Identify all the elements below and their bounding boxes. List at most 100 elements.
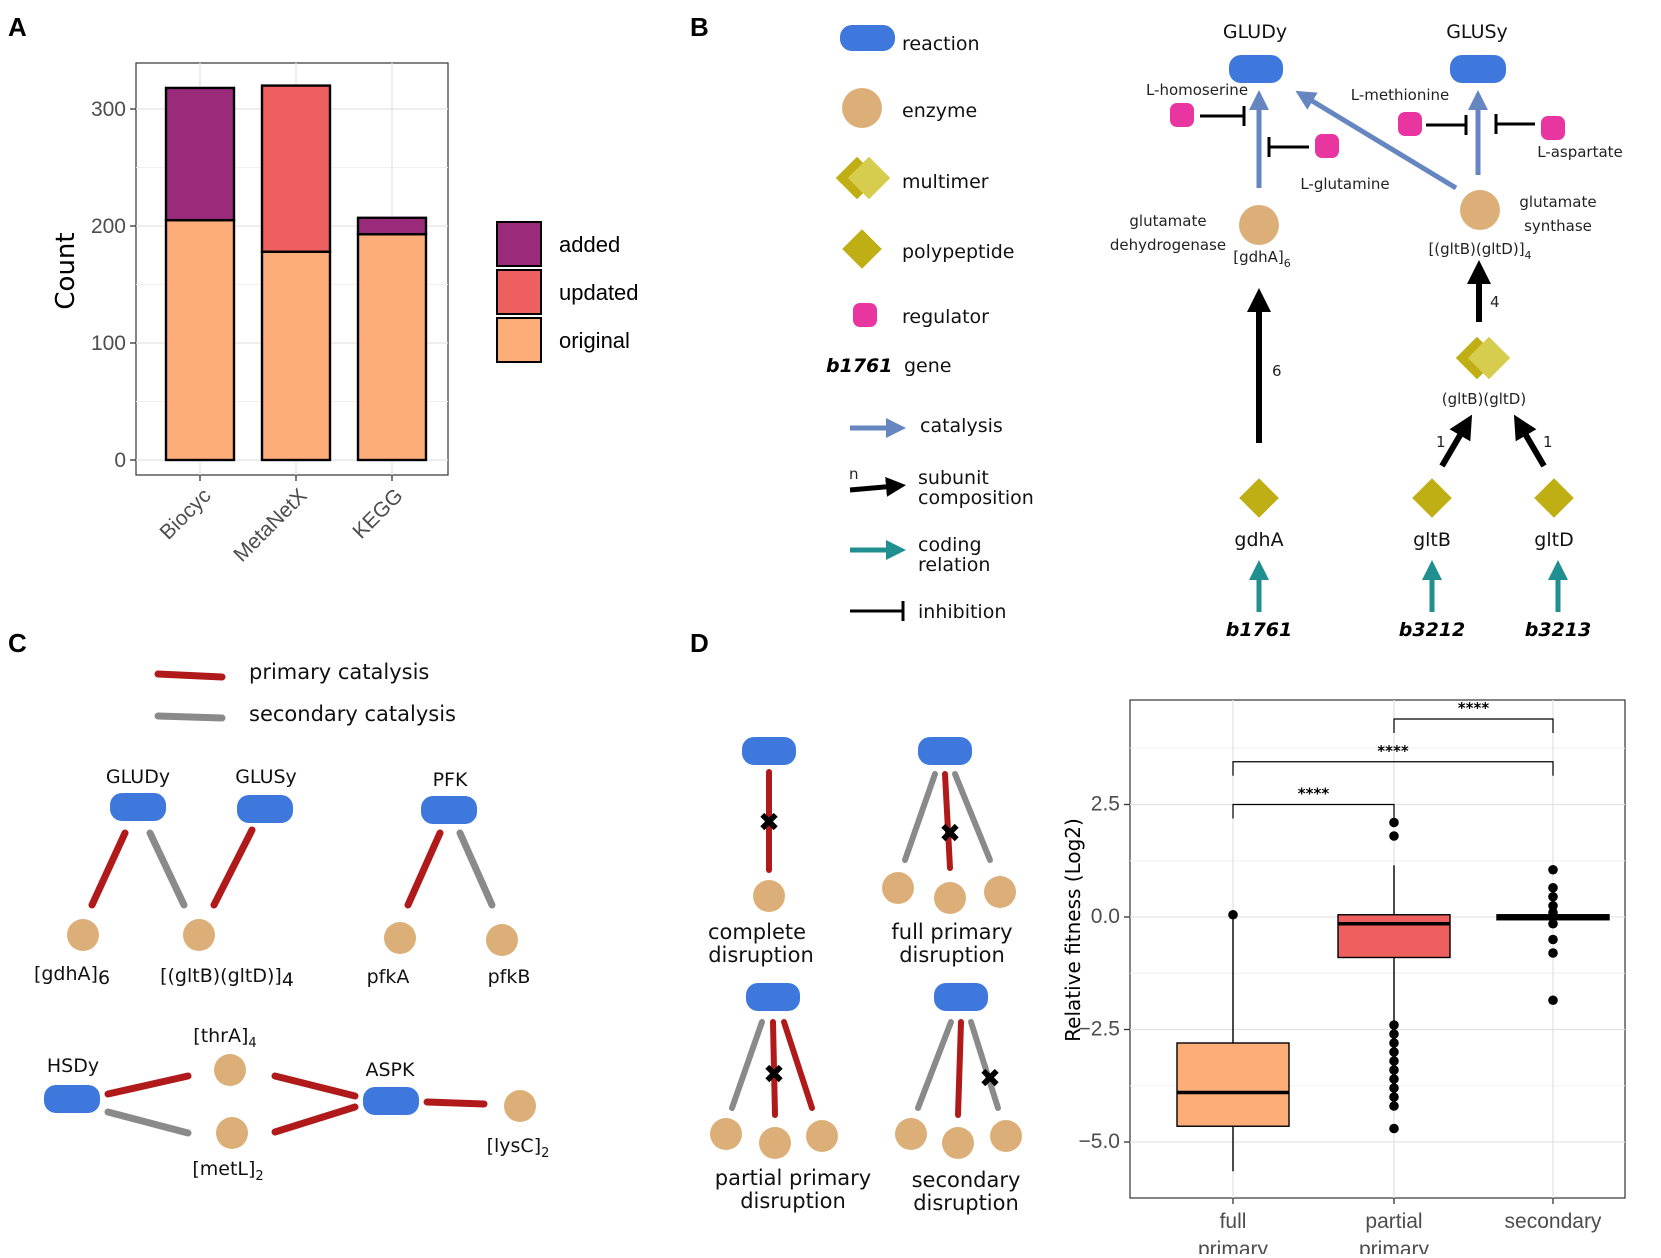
l-glutamine-regulator: [1315, 134, 1339, 158]
y-tick-label: 200: [91, 215, 126, 238]
significance-label: ****: [1377, 742, 1409, 760]
full-secondary-left: [902, 771, 938, 863]
box-0: [1176, 1042, 1290, 1127]
legend-key-original: [496, 317, 542, 363]
panel-letter-c: C: [8, 628, 27, 658]
c-lysc-label: [lysC]2: [487, 1135, 550, 1161]
legend-primary-catalysis: primary catalysis: [249, 660, 429, 684]
gltb-polypeptide: [1412, 478, 1452, 518]
legend-subunit-n: n: [849, 465, 859, 483]
bar-segment-added: [164, 86, 236, 222]
outlier-point: [1548, 891, 1558, 902]
l-aspartate-regulator: [1541, 116, 1565, 140]
partial-enzyme-right: [806, 1120, 838, 1152]
c-glusy-gltbd-primary: [210, 826, 256, 909]
x-tick-label: primary: [1359, 1238, 1430, 1254]
legend-polypeptide-label: polypeptide: [902, 241, 1015, 263]
secondary-caption-2: disruption: [913, 1191, 1019, 1215]
y-tick-label: 2.5: [1091, 793, 1120, 816]
gene-b1761: b1761: [1226, 619, 1292, 641]
enzyme-legend-shape: [842, 88, 882, 128]
c-pfk-reaction: [421, 796, 477, 824]
gltd-polypeptide: [1534, 478, 1574, 518]
glusy-reaction-node: [1450, 55, 1506, 83]
outlier-point: [1389, 817, 1399, 828]
panel-letter-b: B: [690, 12, 709, 42]
x-tick-label: partial: [1365, 1210, 1422, 1233]
legend-reaction-label: reaction: [902, 33, 980, 55]
c-glusy-label: GLUSy: [235, 766, 297, 788]
legend-multimer-label: multimer: [902, 171, 989, 193]
gene-b3213: b3213: [1525, 619, 1591, 641]
gdh-name-line2: dehydrogenase: [1110, 236, 1226, 254]
secondary-primary-mid: [955, 1019, 964, 1118]
outlier-point: [1389, 1029, 1399, 1039]
bar-segment-updated: [260, 84, 332, 253]
regulator-legend-shape: [853, 303, 877, 327]
l-homoserine-label: L-homoserine: [1146, 81, 1248, 99]
partial-enzyme-mid: [759, 1127, 791, 1159]
panel-b-legend: reaction enzyme multimer polypeptide reg…: [826, 25, 1034, 623]
c-lysc-enzyme: [504, 1090, 536, 1122]
outlier-point: [1389, 1074, 1399, 1084]
legend-label-original: original: [559, 328, 630, 353]
x-tick-label: KEGG: [348, 484, 407, 543]
c-hsdy-metl-secondary: [104, 1108, 192, 1137]
bar-segment-added: [356, 216, 428, 236]
fitness-box-plot: −5.0−2.50.02.5fullprimarypartialprimarys…: [1061, 699, 1626, 1258]
outlier-point: [1389, 1047, 1399, 1057]
c-gludy-gdha-primary: [88, 829, 129, 909]
secondary-caption-1: secondary: [912, 1168, 1021, 1192]
box-1: [1337, 914, 1451, 959]
full-caption-2: disruption: [899, 943, 1005, 967]
secondary-link-right: [968, 1019, 1001, 1111]
y-tick-label: 100: [91, 332, 126, 355]
gltb-gltd-multimer-front: [1467, 336, 1511, 380]
y-tick-label: −2.5: [1079, 1018, 1120, 1041]
y-tick-label: −5.0: [1079, 1130, 1120, 1153]
gludy-reaction-node: [1229, 55, 1283, 83]
glus-name-line2: synthase: [1524, 217, 1592, 235]
full-reaction: [918, 737, 972, 765]
gdha-stoichiometry: 6: [1272, 362, 1282, 380]
gludy-label: GLUDy: [1223, 21, 1287, 43]
outlier-point: [1389, 1101, 1399, 1111]
legend-label-updated: updated: [559, 280, 639, 305]
gltb-label: gltB: [1413, 529, 1451, 551]
gdh-name-line1: glutamate: [1129, 212, 1206, 230]
outlier-point: [1389, 1020, 1399, 1030]
secondary-enzyme-mid: [942, 1127, 974, 1159]
y-tick-label: 300: [91, 98, 126, 121]
legend-coding-line2: relation: [918, 554, 990, 576]
secondary-enzyme-left: [895, 1118, 927, 1150]
c-gludy-reaction: [110, 793, 166, 821]
legend-key-updated: [496, 269, 542, 315]
outlier-point: [1548, 907, 1558, 918]
c-hsdy-thra-primary: [104, 1072, 192, 1098]
outlier-point: [1548, 882, 1558, 893]
panel-b-network: GLUDy GLUSy L-homoserine L-glutamine L-m…: [1110, 21, 1623, 641]
reaction-legend-shape: [840, 25, 895, 51]
c-aspk-reaction: [363, 1087, 419, 1115]
primary-catalysis-legend-line: [154, 670, 226, 681]
l-methionine-label: L-methionine: [1351, 86, 1450, 104]
subunit-legend-arrow: [849, 476, 906, 497]
c-pfka-enzyme: [384, 922, 416, 954]
c-metl-enzyme: [216, 1117, 248, 1149]
complete-cross-icon: ✖: [758, 808, 780, 838]
partial-enzyme-left: [710, 1118, 742, 1150]
c-glusy-reaction: [237, 795, 293, 823]
outlier-point: [1548, 864, 1558, 875]
significance-label: ****: [1458, 699, 1490, 717]
secondary-catalysis-legend-line: [154, 712, 226, 722]
c-pfkb-label: pfkB: [488, 966, 531, 988]
full-enzyme-right: [984, 876, 1016, 908]
x-tick-label: full: [1220, 1210, 1247, 1233]
legend-label-added: added: [559, 232, 620, 257]
y-tick-label: 0.0: [1091, 905, 1120, 928]
outlier-point: [1389, 1056, 1399, 1066]
glus-complex-label: [(gltB)(gltD)]4: [1428, 240, 1531, 262]
outlier-point: [1548, 900, 1558, 911]
